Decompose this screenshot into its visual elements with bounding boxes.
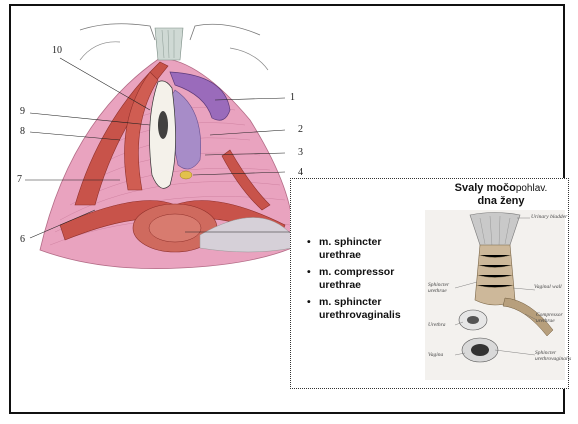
figure-number-3: 3 xyxy=(298,148,303,158)
figure-number-2: 2 xyxy=(298,125,303,135)
bullet-text: m. sphincter urethrae xyxy=(319,236,381,261)
figure-number-4: 4 xyxy=(298,168,303,178)
bullet-dot: • xyxy=(307,236,311,249)
label-sphincter-urethrovaginalis: Sphincter urethrovaginalis xyxy=(535,350,575,362)
figure-number-8: 8 xyxy=(20,127,25,137)
bullet-text: m. sphincter urethrovaginalis xyxy=(319,296,401,321)
figure-number-10: 10 xyxy=(52,46,62,56)
bullet-item: • m. sphincter urethrae xyxy=(307,236,425,262)
bullet-dot: • xyxy=(307,296,311,309)
title-line-2: dna ženy xyxy=(436,195,566,208)
figure-number-9: 9 xyxy=(20,107,25,117)
label-compressor-urethrae: Compressor urethrae xyxy=(536,312,576,324)
figure-number-7: 7 xyxy=(17,175,22,185)
title-suffix: pohlav. xyxy=(516,183,548,194)
label-vagina: Vagina xyxy=(428,352,468,358)
bullet-text: m. compressor urethrae xyxy=(319,266,394,291)
label-urethra: Urethra xyxy=(428,322,468,328)
label-sphincter-urethrae: Sphincter urethrae xyxy=(428,282,468,294)
title-main: Svaly močo xyxy=(455,182,516,194)
figure-number-1: 1 xyxy=(290,93,295,103)
bullet-dot: • xyxy=(307,266,311,279)
figure-number-6: 6 xyxy=(20,235,25,245)
overlay-title: Svaly močopohlav. dna ženy xyxy=(436,182,566,208)
bullet-item: • m. compressor urethrae xyxy=(307,266,425,292)
bullet-item: • m. sphincter urethrovaginalis xyxy=(307,296,425,322)
muscle-bullet-list: • m. sphincter urethrae • m. compressor ur… xyxy=(307,236,425,326)
label-vaginal-wall: Vaginal wall xyxy=(534,284,574,290)
label-urinary-bladder: Urinary bladder xyxy=(531,214,571,220)
